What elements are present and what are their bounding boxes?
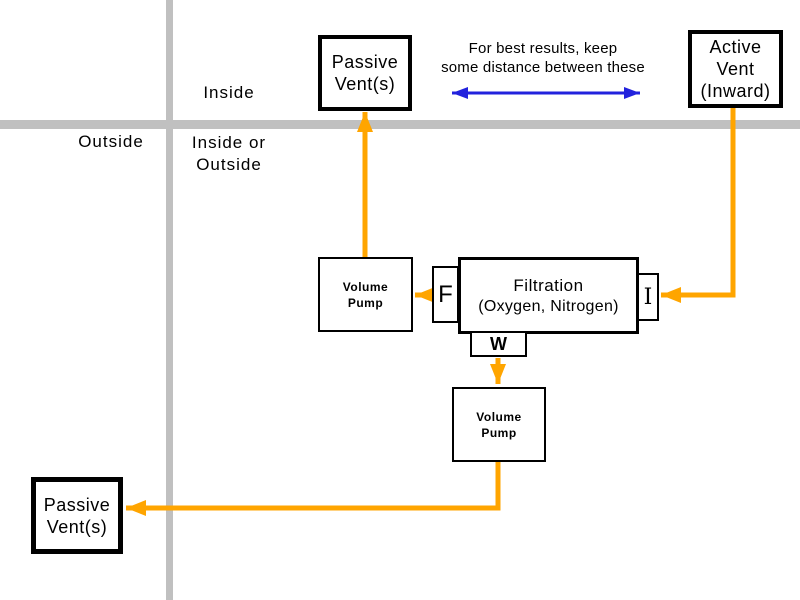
filtration-port-input: I xyxy=(637,273,659,321)
node-label-line: Vent(s) xyxy=(334,74,396,94)
region-label-outside: Outside xyxy=(78,132,144,151)
distance-note-line2: some distance between these xyxy=(441,59,645,76)
filtration-port-filtered-output: F xyxy=(432,266,459,323)
arrow-pump2-to-passive-vent-bottom xyxy=(126,459,501,516)
node-label-line: Passive xyxy=(43,494,111,515)
node-label-line: Vent(s) xyxy=(46,516,108,537)
wall-vertical-divider xyxy=(166,0,173,600)
node-label-line: Volume xyxy=(476,409,522,424)
node-label-line: Pump xyxy=(481,425,517,440)
region-label-inside-or-outside: Inside or Outside xyxy=(191,133,267,174)
wall-horizontal-divider xyxy=(0,120,800,129)
filtration-subtitle: (Oxygen, Nitrogen) xyxy=(478,297,619,315)
node-active-vent-inward: Active Vent (Inward) xyxy=(688,30,783,108)
node-passive-vent-top: Passive Vent(s) xyxy=(318,35,412,111)
node-label-line: Active xyxy=(709,37,762,57)
port-letter: I xyxy=(643,284,653,310)
port-letter: F xyxy=(438,280,453,308)
filtration-port-waste-output: W xyxy=(470,331,527,357)
node-volume-pump-lower: Volume Pump xyxy=(452,387,546,462)
node-label-line: (Inward) xyxy=(700,81,771,101)
distance-note-line1: For best results, keep xyxy=(468,40,618,57)
arrow-active-vent-to-filtration-i xyxy=(661,104,736,303)
node-label-line: Vent xyxy=(716,59,755,79)
distance-note: For best results, keep some distance bet… xyxy=(427,39,659,77)
node-label-line: Pump xyxy=(347,295,384,310)
node-label-line: Volume xyxy=(342,279,389,294)
node-label-line: Passive xyxy=(331,52,399,72)
region-label-inside: Inside xyxy=(203,83,255,102)
filtration-title: Filtration xyxy=(513,275,584,295)
node-passive-vent-bottom: Passive Vent(s) xyxy=(31,477,123,554)
port-letter: W xyxy=(490,333,507,354)
node-volume-pump-upper: Volume Pump xyxy=(318,257,413,332)
node-filtration: Filtration (Oxygen, Nitrogen) xyxy=(458,257,639,334)
